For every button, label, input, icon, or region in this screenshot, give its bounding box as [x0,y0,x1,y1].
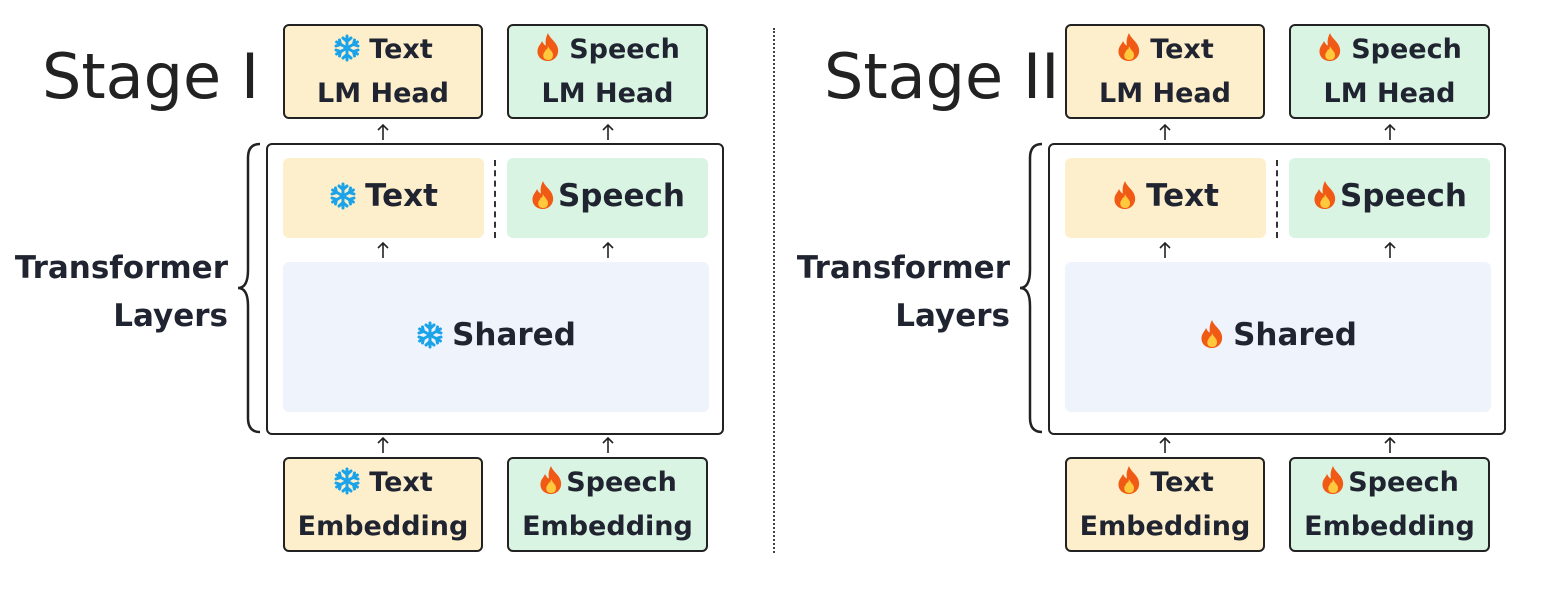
arrow-to-speech-layers [602,241,614,258]
transformer-layers-label: Transformer Layers [14,250,228,334]
snowflake-icon [329,182,357,218]
speech-lm-head: Speech LM Head [1289,24,1490,119]
snowflake-icon [333,34,361,73]
flame-icon [535,32,561,73]
stage-1-panel: Stage I Transformer Layers Text LM Head … [14,24,724,552]
flame-icon [1112,180,1138,218]
flame-icon [538,465,564,506]
stage-title: Stage II [824,40,1060,113]
speech-layers: Speech [507,158,708,238]
flame-icon [1199,319,1225,357]
arrow-to-text-layers [377,241,389,258]
text-embedding: Text Embedding [1065,457,1265,552]
speech-embedding: Speech Embedding [1289,457,1490,552]
arrow-from-speech-embedding [602,436,614,453]
flame-icon [530,180,556,218]
arrow-to-speech-layers [1384,241,1396,258]
stage-title: Stage I [42,40,260,113]
shared-layers: Shared [1065,262,1491,412]
modality-divider [1276,160,1278,238]
text-lm-head: Text LM Head [283,24,483,119]
speech-lm-head: Speech LM Head [507,24,708,119]
layers-brace [1019,142,1043,434]
flame-icon [1320,465,1346,506]
arrow-from-speech-embedding [1384,436,1396,453]
arrow-from-text-embedding [377,436,389,453]
arrow-from-text-embedding [1159,436,1171,453]
arrow-to-speech-head [1384,123,1396,140]
shared-layers: Shared [283,262,709,412]
speech-embedding: Speech Embedding [507,457,708,552]
snowflake-icon [333,467,361,506]
layers-brace [237,142,261,434]
text-layers: Text [283,158,484,238]
modality-divider [494,160,496,238]
stage-divider [773,28,775,553]
text-embedding: Text Embedding [283,457,483,552]
flame-icon [1116,465,1142,506]
arrow-to-speech-head [602,123,614,140]
snowflake-icon [416,321,444,357]
flame-icon [1312,180,1338,218]
text-lm-head: Text LM Head [1065,24,1265,119]
arrow-to-text-head [377,123,389,140]
text-layers: Text [1065,158,1266,238]
arrow-to-text-head [1159,123,1171,140]
stage-2-panel: Stage II Transformer Layers Text LM Head… [782,0,1560,590]
speech-layers: Speech [1289,158,1490,238]
flame-icon [1116,32,1142,73]
flame-icon [1317,32,1343,73]
transformer-layers-label: Transformer Layers [796,250,1010,334]
arrow-to-text-layers [1159,241,1171,258]
